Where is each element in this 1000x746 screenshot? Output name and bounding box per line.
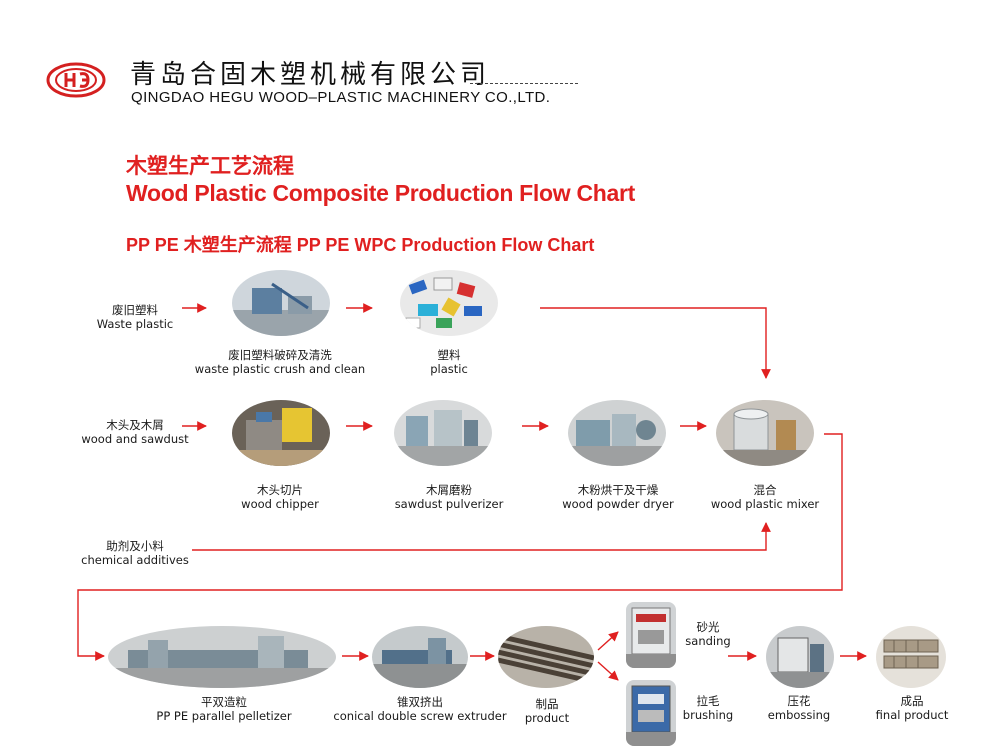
conical-extruder-photo xyxy=(372,626,468,688)
sanding-machine-photo xyxy=(626,602,676,668)
step-product-label: 制品 product xyxy=(525,697,569,725)
header-dashed-line xyxy=(470,83,578,84)
step-embossing-label: 压花 embossing xyxy=(768,694,830,722)
step-dryer-en: wood powder dryer xyxy=(562,497,674,511)
step-chipper-en: wood chipper xyxy=(241,497,319,511)
step-pelletizer-en: PP PE parallel pelletizer xyxy=(156,709,292,723)
step-brushing-en: brushing xyxy=(682,708,734,722)
input-additives-cn: 助剂及小料 xyxy=(106,539,164,553)
parallel-pelletizer-photo xyxy=(108,626,336,688)
embossing-machine-photo xyxy=(766,626,834,688)
company-name-en: QINGDAO HEGU WOOD–PLASTIC MACHINERY CO.,… xyxy=(131,89,551,106)
page-subtitle: PP PE 木塑生产流程 PP PE WPC Production Flow C… xyxy=(126,235,595,255)
arrow-product-to-brushing xyxy=(597,661,619,681)
input-waste-plastic: 废旧塑料 Waste plastic xyxy=(97,303,173,331)
step-pelletizer-label: 平双造粒 PP PE parallel pelletizer xyxy=(156,695,291,723)
step-crush-label: 废旧塑料破碎及清洗 waste plastic crush and clean xyxy=(195,348,365,376)
crush-machine-photo xyxy=(232,270,330,336)
step-extruder-cn: 锥双挤出 xyxy=(397,695,443,709)
arrow-additives-to-mixer xyxy=(192,522,771,551)
page-title-en: Wood Plastic Composite Production Flow C… xyxy=(126,180,636,206)
step-pulverizer-cn: 木屑磨粉 xyxy=(426,483,472,497)
step-plastic-en: plastic xyxy=(430,362,468,376)
final-product-photo xyxy=(876,626,946,688)
input-additives-en: chemical additives xyxy=(81,553,189,567)
step-embossing-en: embossing xyxy=(767,708,831,722)
step-embossing-cn: 压花 xyxy=(787,694,811,708)
step-product-en: product xyxy=(524,711,570,725)
step-crush-en: waste plastic crush and clean xyxy=(194,362,366,376)
mixer-photo xyxy=(716,400,814,466)
input-waste-plastic-en: Waste plastic xyxy=(96,317,174,331)
step-dryer-label: 木粉烘干及干燥 wood powder dryer xyxy=(562,483,674,511)
sawdust-pulverizer-photo xyxy=(394,400,492,466)
step-brushing-cn: 拉毛 xyxy=(696,694,720,708)
step-mixer-en: wood plastic mixer xyxy=(710,497,820,511)
step-mixer-cn: 混合 xyxy=(753,483,777,497)
step-mixer-label: 混合 wood plastic mixer xyxy=(711,483,819,511)
step-extruder-en: conical double screw extruder xyxy=(333,709,507,723)
step-extruder-label: 锥双挤出 conical double screw extruder xyxy=(333,695,506,723)
company-name-cn: 青岛合固木塑机械有限公司 xyxy=(130,60,491,90)
brushing-machine-photo xyxy=(626,680,676,746)
step-sanding-label: 砂光 sanding xyxy=(685,620,730,648)
step-pelletizer-cn: 平双造粒 xyxy=(201,695,247,709)
step-final-label: 成品 final product xyxy=(876,694,949,722)
step-pulverizer-label: 木屑磨粉 sawdust pulverizer xyxy=(395,483,504,511)
arrow-product-to-sanding xyxy=(597,631,619,651)
step-sanding-en: sanding xyxy=(685,634,731,648)
step-sanding-cn: 砂光 xyxy=(696,620,720,634)
step-pulverizer-en: sawdust pulverizer xyxy=(394,497,504,511)
arrow-plastic-to-mixer xyxy=(540,307,771,379)
step-dryer-cn: 木粉烘干及干燥 xyxy=(577,483,659,497)
wood-chipper-photo xyxy=(232,400,330,466)
input-waste-plastic-cn: 废旧塑料 xyxy=(111,303,158,317)
wood-powder-dryer-photo xyxy=(568,400,666,466)
step-final-cn: 成品 xyxy=(900,694,924,708)
plastic-flakes-photo xyxy=(400,270,498,336)
step-chipper-label: 木头切片 wood chipper xyxy=(241,483,319,511)
step-plastic-label: 塑料 plastic xyxy=(430,348,468,376)
step-brushing-label: 拉毛 brushing xyxy=(683,694,733,722)
product-photo xyxy=(498,626,594,688)
company-logo xyxy=(46,62,106,98)
step-chipper-cn: 木头切片 xyxy=(257,483,303,497)
step-product-cn: 制品 xyxy=(535,697,559,711)
input-wood-sawdust: 木头及木屑 wood and sawdust xyxy=(81,418,188,446)
page-title-cn: 木塑生产工艺流程 xyxy=(126,154,294,178)
step-crush-cn: 废旧塑料破碎及清洗 xyxy=(228,348,332,362)
arrow-mixer-to-pelletizer xyxy=(77,433,843,661)
input-wood-en: wood and sawdust xyxy=(81,432,189,446)
step-plastic-cn: 塑料 xyxy=(437,348,461,362)
step-final-en: final product xyxy=(875,708,949,722)
input-wood-cn: 木头及木屑 xyxy=(106,418,164,432)
input-chemical-additives: 助剂及小料 chemical additives xyxy=(81,539,189,567)
